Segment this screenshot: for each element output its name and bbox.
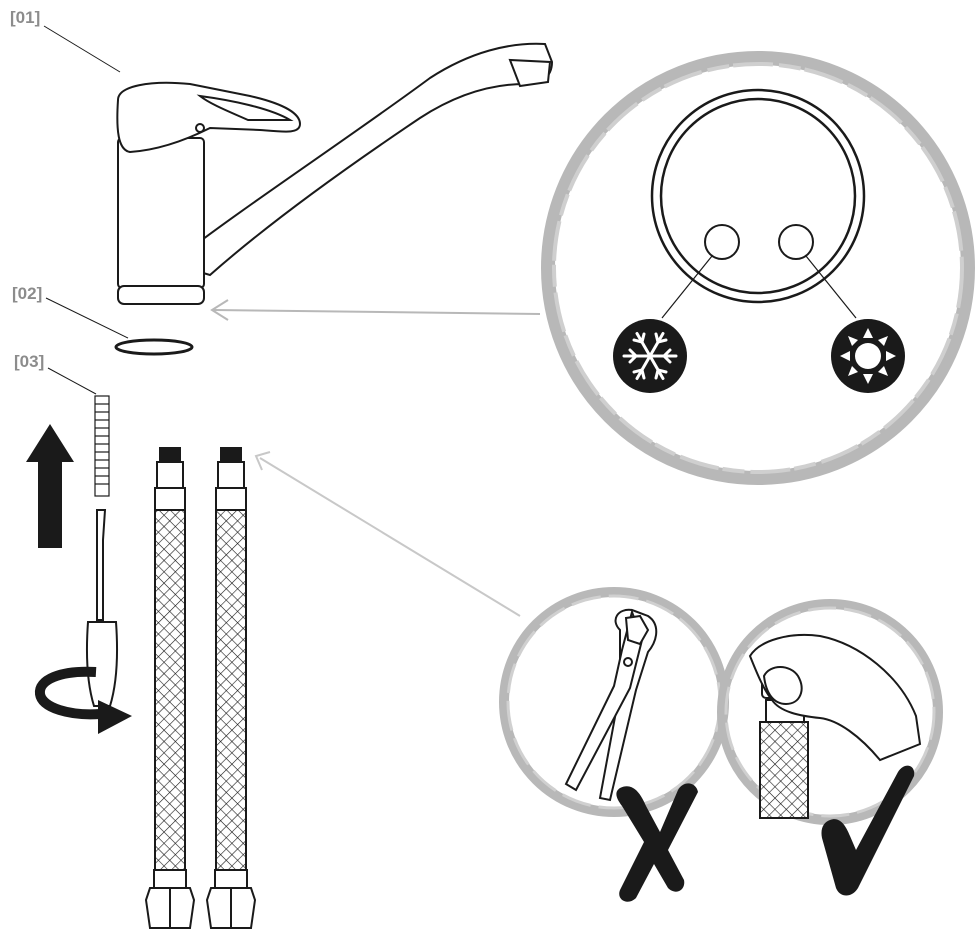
leader-line-03 — [47, 367, 97, 395]
pliers-illustration — [564, 608, 658, 802]
rotate-arrow-icon — [34, 666, 132, 734]
check-mark-icon — [821, 765, 915, 896]
arrow-up-icon — [26, 424, 74, 548]
leader-line-01 — [43, 25, 121, 73]
callout-pointer-bottom — [254, 451, 521, 617]
callout-pointer-top — [210, 299, 541, 321]
supply-hose-left — [144, 447, 196, 929]
leader-line-02 — [45, 297, 129, 339]
hand-tightening-illustration — [748, 634, 922, 819]
o-ring — [114, 338, 194, 356]
part-label-02: [02] — [12, 284, 43, 303]
part-label-01: [01] — [10, 8, 41, 27]
supply-hose-right — [205, 447, 257, 929]
snowflake-icon — [613, 319, 687, 393]
base-detail-callout — [541, 51, 975, 485]
sun-icon — [831, 319, 905, 393]
screwdriver — [85, 509, 119, 707]
cross-mark-icon — [616, 783, 698, 902]
part-label-03: [03] — [14, 352, 45, 371]
faucet-illustration — [116, 42, 554, 305]
threaded-rod — [94, 395, 110, 497]
